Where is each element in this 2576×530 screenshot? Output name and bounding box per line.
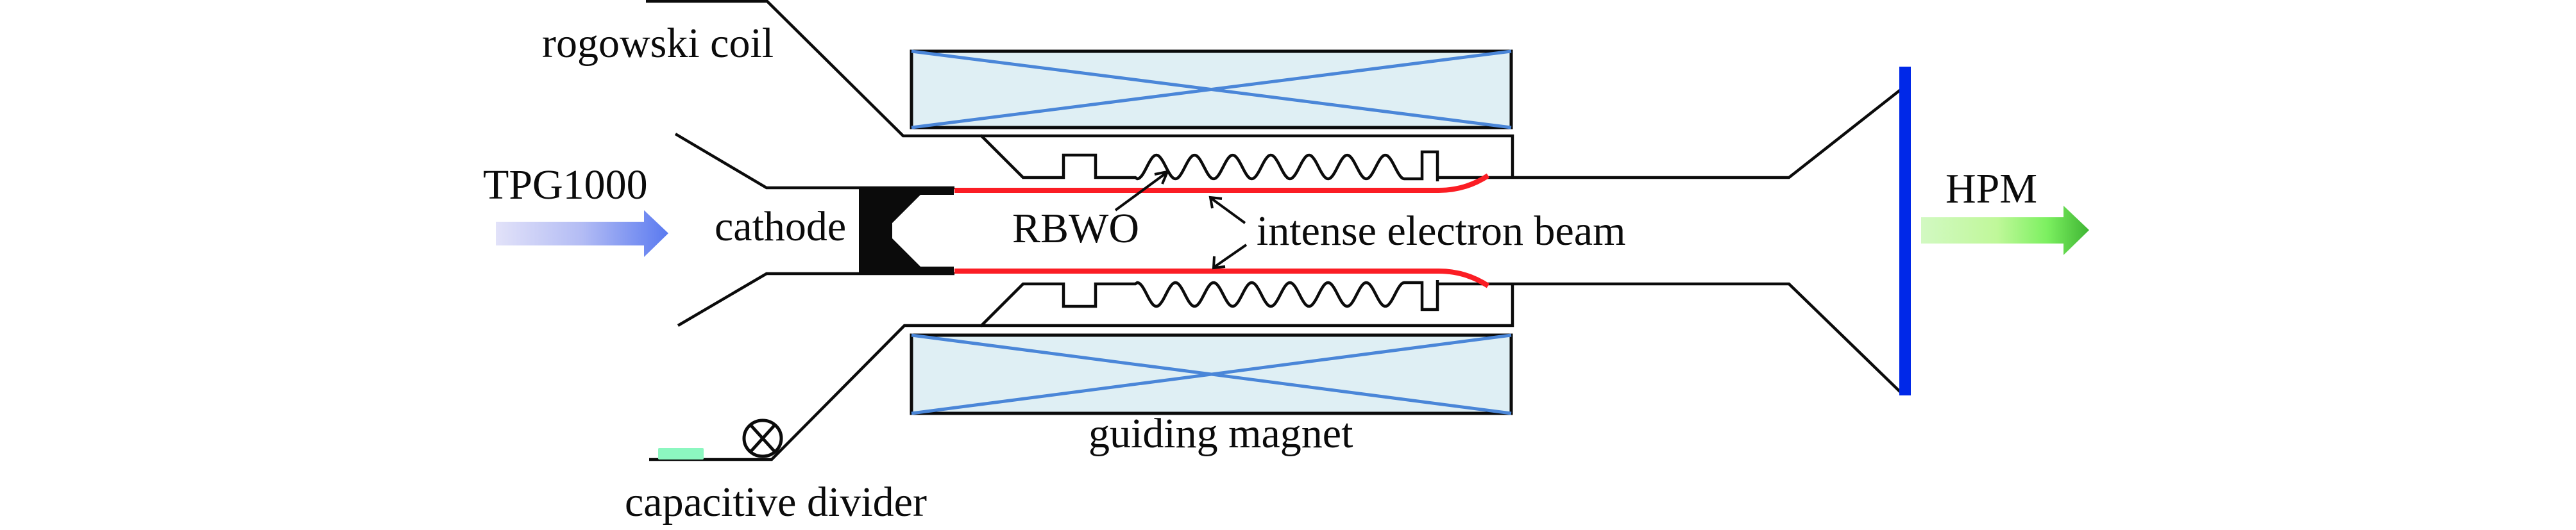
beam-pointer-arrow-bottom bbox=[1212, 244, 1248, 270]
output-window bbox=[1899, 67, 1911, 395]
slow-wave-structure-bottom bbox=[979, 280, 1439, 327]
slow-wave-structure-top bbox=[979, 134, 1439, 181]
cathode-shape bbox=[859, 187, 954, 274]
label-tpg1000: TPG1000 bbox=[483, 161, 648, 208]
coil-cross-circle-icon bbox=[742, 418, 783, 458]
diode-wall-top bbox=[674, 133, 954, 190]
output-horn-top bbox=[1437, 88, 1902, 179]
magnet-cross-line bbox=[911, 49, 1512, 129]
beam-pointer-arrow-top bbox=[1208, 195, 1246, 224]
outer-wall-top bbox=[646, 0, 1514, 178]
label-cathode: cathode bbox=[715, 203, 846, 250]
electron-beam-top bbox=[954, 173, 1490, 193]
rbwo-pointer-arrow bbox=[1114, 170, 1170, 211]
guiding-magnet-top bbox=[910, 49, 1513, 129]
diode-wall-bottom bbox=[677, 272, 954, 327]
input-arrow-icon bbox=[496, 210, 668, 257]
label-rbwo: RBWO bbox=[1012, 205, 1139, 252]
label-rogowski-coil: rogowski coil bbox=[542, 20, 774, 67]
guiding-magnet-bottom bbox=[910, 333, 1513, 415]
capacitive-divider-block bbox=[658, 448, 704, 460]
output-arrow-icon bbox=[1921, 206, 2089, 255]
magnet-cross-line bbox=[911, 333, 1512, 415]
label-hpm: HPM bbox=[1945, 165, 2037, 212]
label-electron-beam: intense electron beam bbox=[1257, 208, 1625, 254]
label-capacitive-divider: capacitive divider bbox=[625, 479, 927, 526]
electron-beam-bottom bbox=[954, 269, 1490, 288]
output-horn-bottom bbox=[1437, 282, 1902, 393]
outer-wall-bottom bbox=[649, 284, 1514, 461]
label-guiding-magnet: guiding magnet bbox=[1089, 410, 1353, 457]
